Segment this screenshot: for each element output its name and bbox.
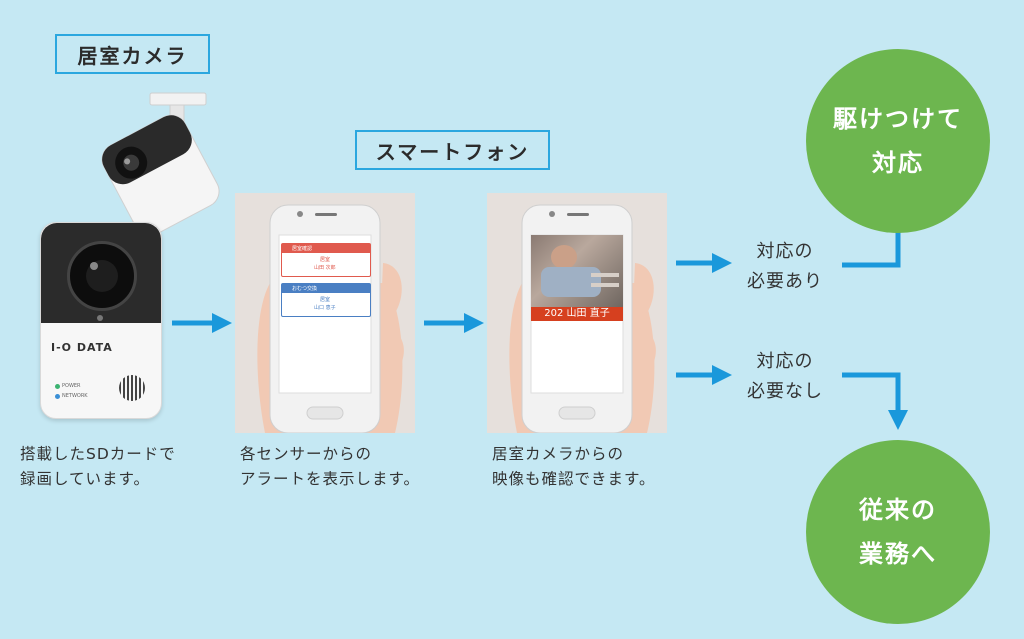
phone-video-panel: 202 山田 直子 xyxy=(487,193,667,433)
camera-led xyxy=(97,315,103,321)
alert-2-name: 山口 恵子 xyxy=(314,305,336,311)
alert-2-room: 居室 xyxy=(320,297,331,303)
arrow-not-needed-to-normal xyxy=(842,372,908,430)
alert-card-2: おむつ交換 居室 山口 恵子 xyxy=(281,283,371,317)
phone1-caption: 各センサーからの アラートを表示します。 xyxy=(240,445,420,488)
outcome-rush-circle: 駆けつけて 対応 xyxy=(806,49,990,233)
camera-speaker xyxy=(119,375,145,401)
alert-1-room: 居室 xyxy=(320,257,331,263)
arrow-needed-to-rush xyxy=(842,208,908,268)
phone2-caption: 居室カメラからの 映像も確認できます。 xyxy=(492,445,656,488)
camera-face xyxy=(41,223,161,323)
outcome-normal-circle: 従来の 業務へ xyxy=(806,440,990,624)
network-indicator: NETWORK xyxy=(55,393,88,399)
video-label-bar: 202 山田 直子 xyxy=(531,307,623,321)
camera-caption: 搭載したSDカードで 録画しています。 xyxy=(20,445,176,488)
power-indicator: POWER xyxy=(55,383,81,389)
decision-not-needed: 対応の 必要なし xyxy=(747,351,823,402)
alert-card-1: 居室確認 居室 山田 次郎 xyxy=(281,243,371,277)
alert-2-header: おむつ交換 xyxy=(292,286,318,292)
camera-label: 居室カメラ xyxy=(55,34,210,74)
camera-brand: I-O DATA xyxy=(51,341,113,354)
camera-device: I-O DATA POWER NETWORK xyxy=(40,222,162,419)
smartphone-label: スマートフォン xyxy=(355,130,550,170)
decision-needed: 対応の 必要あり xyxy=(747,241,823,292)
camera-lens xyxy=(67,241,137,311)
alert-1-name: 山田 次郎 xyxy=(314,265,336,271)
video-feed xyxy=(531,235,623,307)
phone-alerts-panel: 居室確認 居室 山田 次郎 おむつ交換 居室 山口 恵子 xyxy=(235,193,415,433)
alert-1-header: 居室確認 xyxy=(292,246,313,252)
